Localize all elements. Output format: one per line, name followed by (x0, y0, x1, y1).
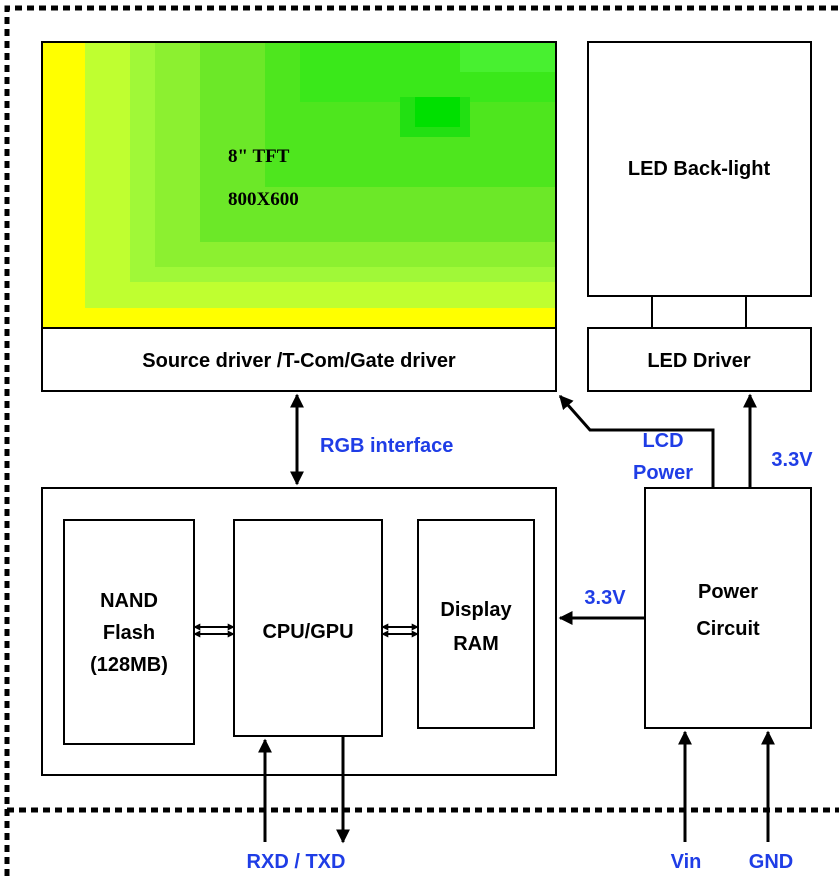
lcd-power-arrow (558, 394, 715, 488)
nand-label-line3: (128MB) (90, 654, 168, 676)
lcd-power-label-line2: Power (633, 462, 693, 484)
ram-supply-label: 3.3V (584, 587, 626, 609)
rgb-interface-label: RGB interface (320, 435, 453, 457)
nand-label-line2: Flash (103, 622, 155, 644)
power-label-line2: Circuit (696, 618, 760, 640)
cpu-gpu-block (233, 519, 383, 737)
display-ram-label-line2: RAM (453, 633, 499, 655)
tft-size-label: 8" TFT (228, 146, 290, 167)
power-label-line1: Power (698, 581, 758, 603)
display-ram-label-line1: Display (440, 599, 512, 621)
gnd-label: GND (749, 851, 793, 873)
led-supply-label: 3.3V (771, 449, 813, 471)
display-ram-block (417, 519, 535, 729)
cpu-gpu-label: CPU/GPU (262, 621, 353, 643)
led-backlight-block (587, 41, 812, 297)
tft-screen: 8" TFT 800X600 (41, 41, 557, 329)
vin-label: Vin (671, 851, 702, 873)
source-driver-label: Source driver /T-Com/Gate driver (142, 350, 456, 372)
nand-label-line1: NAND (100, 590, 158, 612)
led-backlight-label: LED Back-light (628, 158, 771, 180)
led-driver-block (587, 327, 812, 392)
module-boundary (4, 5, 839, 876)
rxd-txd-label: RXD / TXD (247, 851, 346, 873)
source-driver-block (41, 327, 557, 392)
power-circuit-block (644, 487, 812, 729)
lcd-power-label-line1: LCD (642, 430, 683, 452)
tft-resolution-label: 800X600 (228, 189, 299, 210)
nand-cpu-link-arrow (193, 623, 235, 638)
led-driver-label: LED Driver (647, 350, 751, 372)
cpu-ram-link-arrow (381, 623, 419, 638)
